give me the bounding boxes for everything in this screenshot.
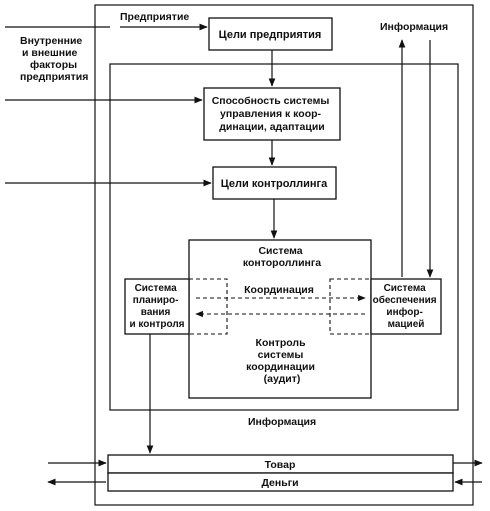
- controlling-system-line: Система: [258, 245, 302, 257]
- planning-line: вания: [141, 307, 171, 318]
- money-box: [107, 472, 454, 492]
- planning-system-box: [124, 278, 190, 335]
- money-label: Деньги: [261, 477, 298, 489]
- planning-dashed-overlap: [188, 278, 228, 335]
- control-audit-text: Контроль системы координации (аудит): [246, 337, 318, 385]
- enterprise-goals-text: Цели предприятия: [219, 29, 322, 41]
- capability-text: Способность системы управления к коор- д…: [212, 95, 333, 133]
- enterprise-label: Предприятие: [120, 11, 189, 23]
- controlling-system-text: Система контороллинга: [243, 245, 321, 269]
- controlling-system-box: [188, 239, 372, 399]
- control-audit-line: координации: [246, 361, 315, 373]
- capability-line: динации, адаптации: [219, 121, 325, 133]
- enterprise-frame: [94, 4, 474, 506]
- control-audit-line: Контроль: [256, 337, 307, 349]
- info-dashed-overlap: [329, 278, 372, 335]
- information-top-label: Информация: [380, 21, 448, 33]
- info-support-line: Система: [384, 283, 427, 294]
- management-frame: [109, 63, 459, 411]
- goods-label: Товар: [265, 459, 296, 471]
- planning-line: планиро-: [133, 295, 179, 306]
- external-factors-line: предприятия: [20, 71, 88, 83]
- info-support-text: Система обеспечения инфор- мацией: [373, 283, 440, 330]
- capability-line: Способность системы: [212, 95, 330, 107]
- capability-line: управления к коор-: [220, 108, 321, 120]
- planning-line: Система: [135, 283, 178, 294]
- controlling-goals-box: [212, 166, 337, 200]
- info-support-line: обеспечения: [373, 294, 437, 306]
- coordination-label: Координация: [244, 284, 314, 296]
- external-factors-line: Внутренние: [20, 35, 82, 47]
- controlling-goals-line: Цели контроллинга: [221, 178, 328, 190]
- controlling-goals-text: Цели контроллинга: [221, 178, 328, 190]
- info-support-line: мацией: [388, 319, 425, 330]
- information-bottom-label: Информация: [248, 416, 316, 428]
- enterprise-goals-box: [208, 17, 333, 51]
- info-support-line: инфор-: [386, 306, 422, 318]
- external-factors-line: и внешние: [22, 47, 78, 59]
- info-support-box: [370, 278, 442, 335]
- control-audit-line: (аудит): [264, 373, 301, 385]
- external-factors-line: факторы: [30, 59, 77, 71]
- planning-system-text: Система планиро- вания и контроля: [130, 283, 185, 330]
- planning-line: и контроля: [130, 319, 185, 330]
- external-factors-label: Внутренние и внешние факторы предприятия: [20, 35, 88, 83]
- control-audit-line: системы: [258, 349, 304, 361]
- controlling-system-line: контороллинга: [243, 257, 321, 269]
- enterprise-goals-line: Цели предприятия: [219, 29, 322, 41]
